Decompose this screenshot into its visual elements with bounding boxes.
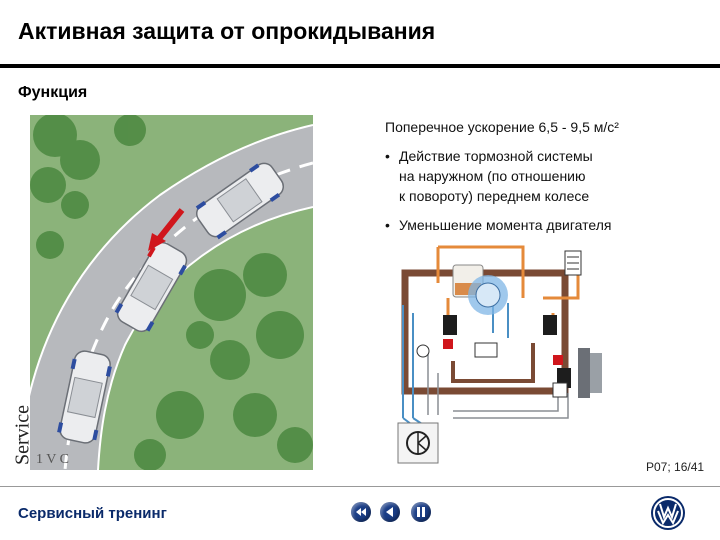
bullet-icon: • xyxy=(385,215,390,235)
back-icon[interactable] xyxy=(380,502,400,522)
road-illustration xyxy=(30,115,313,470)
lateral-acceleration-text: Поперечное ускорение 6,5 - 9,5 м/с² xyxy=(385,119,619,135)
bullet-line: к повороту) переднем колесе xyxy=(399,186,589,206)
bullet-line: на наружном (по отношению xyxy=(399,166,586,186)
title-divider xyxy=(0,64,720,68)
rewind-icon[interactable] xyxy=(351,502,371,522)
vw-logo-icon xyxy=(650,495,686,531)
page-title: Активная защита от опрокидывания xyxy=(18,18,435,45)
bullet-line: Уменьшение момента двигателя xyxy=(399,215,611,235)
section-heading: Функция xyxy=(18,84,87,102)
side-service-label: Service xyxy=(8,395,38,475)
side-letters: 1 V C xyxy=(36,452,96,472)
pause-icon[interactable] xyxy=(411,502,431,522)
page-number: P07; 16/41 xyxy=(646,460,704,474)
footer-brand: Сервисный тренинг xyxy=(18,505,167,522)
brake-system-diagram xyxy=(393,243,608,475)
bullet-line: Действие тормозной системы xyxy=(399,146,593,166)
footer-divider xyxy=(0,486,720,487)
bullet-icon: • xyxy=(385,146,390,166)
